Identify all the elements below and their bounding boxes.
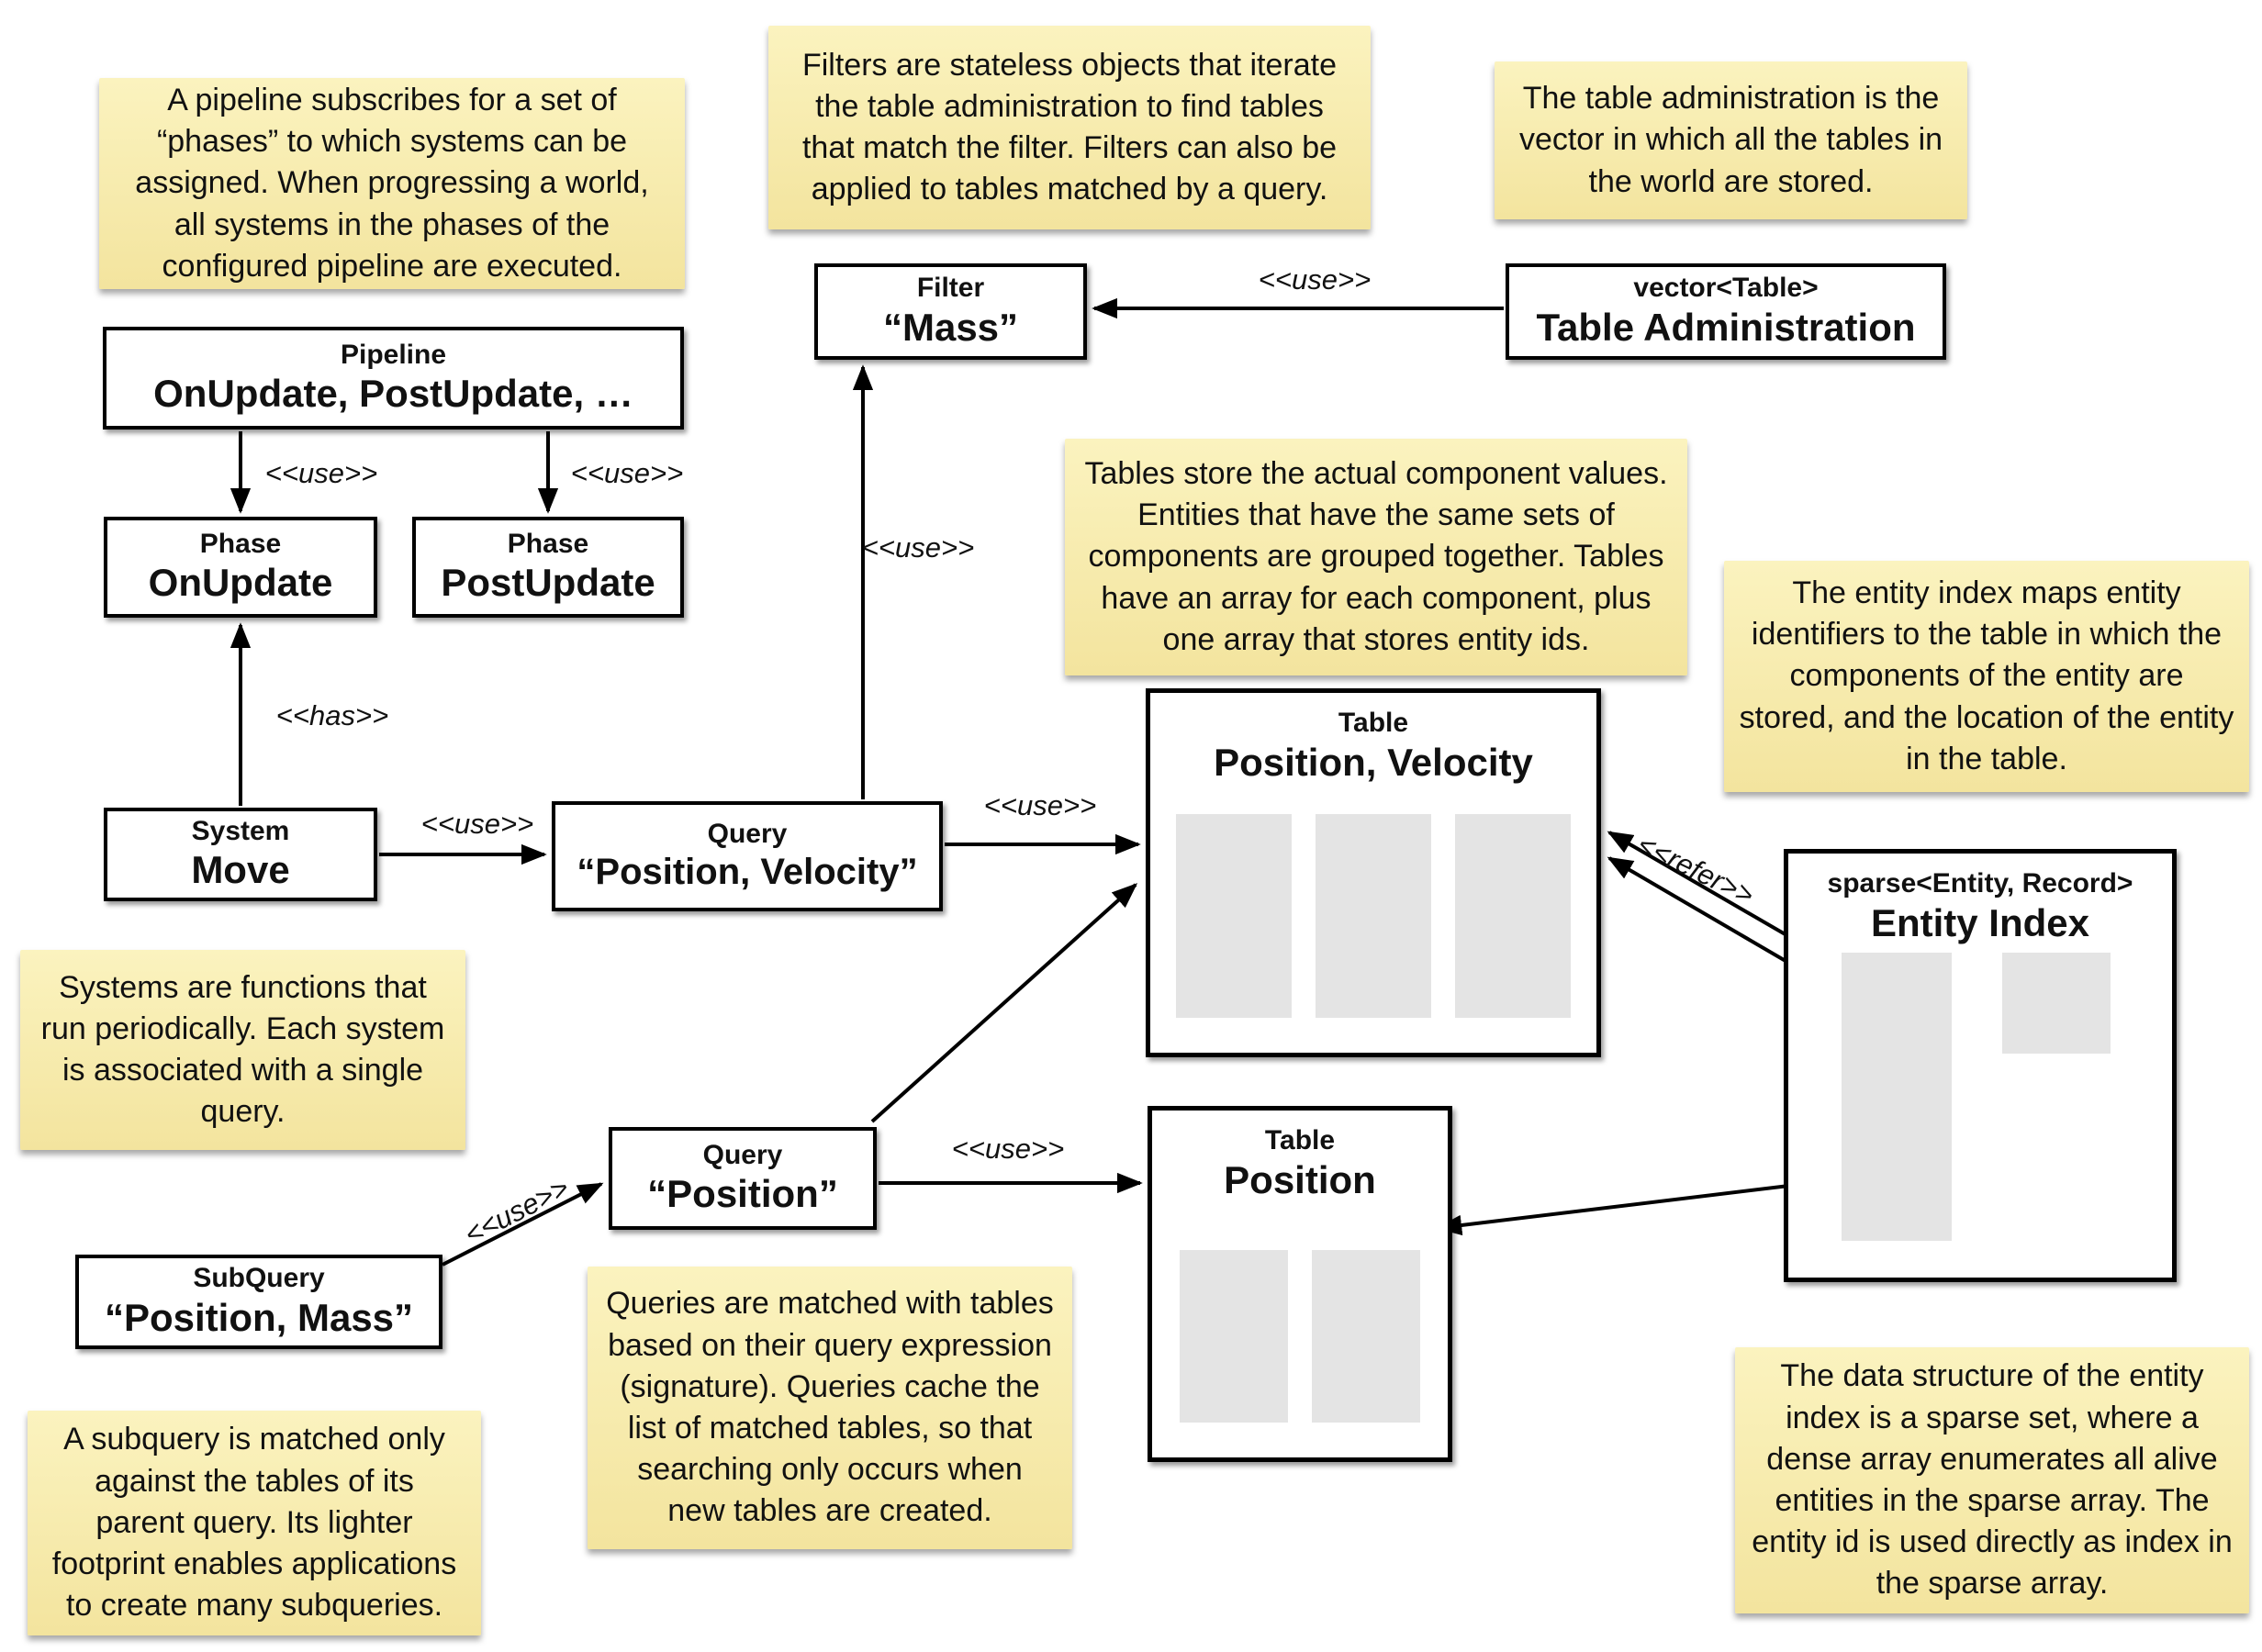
- box-query-position-name: “Position”: [647, 1172, 838, 1216]
- box-table-administration-name: Table Administration: [1536, 305, 1916, 349]
- note-systems: Systems are functions that run periodica…: [20, 950, 465, 1150]
- box-query-position-velocity-stereotype: Query: [707, 818, 788, 849]
- note-queries: Queries are matched with tables based on…: [588, 1267, 1072, 1549]
- note-subquery: A subquery is matched only against the t…: [28, 1411, 481, 1635]
- component-array-3: [1455, 814, 1571, 1018]
- box-table-position-velocity-name: Position, Velocity: [1214, 740, 1533, 784]
- arrow-querypos-to-tablepv: [870, 883, 1138, 1123]
- edge-label-use-tableadmin-filter: <<use>>: [1258, 263, 1372, 296]
- box-phase-postupdate-stereotype: Phase: [507, 528, 589, 559]
- box-query-position: Query “Position”: [609, 1127, 877, 1230]
- note-table-administration: The table administration is the vector i…: [1495, 61, 1967, 219]
- box-system-move: System Move: [104, 808, 377, 901]
- box-pipeline-name: OnUpdate, PostUpdate, …: [153, 372, 633, 416]
- box-subquery-position-mass-stereotype: SubQuery: [193, 1263, 325, 1294]
- note-pipeline: A pipeline subscribes for a set of “phas…: [99, 78, 685, 289]
- box-phase-postupdate: Phase PostUpdate: [412, 517, 684, 618]
- dense-array: [2002, 953, 2111, 1054]
- component-arrays: [1180, 1250, 1420, 1423]
- edge-label-refer-entityindex-table: <<refer>>: [1632, 827, 1760, 912]
- box-table-position-stereotype: Table: [1264, 1125, 1336, 1155]
- component-array-1: [1180, 1250, 1288, 1423]
- edge-label-use-system-query: <<use>>: [420, 808, 534, 840]
- box-system-move-name: Move: [191, 848, 290, 892]
- box-entity-index-stereotype: sparse<Entity, Record>: [1827, 868, 2133, 899]
- box-subquery-position-mass: SubQuery “Position, Mass”: [75, 1255, 442, 1349]
- box-system-move-stereotype: System: [191, 815, 290, 846]
- box-table-administration-stereotype: vector<Table>: [1633, 273, 1819, 304]
- edge-label-use-query-filter: <<use>>: [861, 531, 975, 564]
- note-sparse-set: The data structure of the entity index i…: [1735, 1347, 2249, 1613]
- box-pipeline: Pipeline OnUpdate, PostUpdate, …: [103, 327, 684, 430]
- edge-label-has-system-phase: <<has>>: [275, 699, 389, 731]
- box-phase-postupdate-name: PostUpdate: [441, 561, 655, 605]
- note-entity-index: The entity index maps entity identifiers…: [1724, 561, 2249, 792]
- box-pipeline-stereotype: Pipeline: [340, 339, 447, 370]
- edge-label-use-querypos-tablepos: <<use>>: [951, 1133, 1065, 1165]
- edge-label-use-subquery-querypos: <<use>>: [459, 1171, 575, 1251]
- box-entity-index: sparse<Entity, Record> Entity Index: [1784, 849, 2177, 1282]
- edge-label-use-querypv-tablepv: <<use>>: [983, 789, 1097, 821]
- component-arrays: [1176, 814, 1571, 1018]
- box-filter-mass-name: “Mass”: [882, 305, 1019, 349]
- box-query-position-stereotype: Query: [702, 1139, 783, 1170]
- component-array-2: [1312, 1250, 1420, 1423]
- arrow-entityindex-to-tablepos: [1436, 1178, 1843, 1236]
- edge-label-use-pipeline-onupdate: <<use>>: [264, 457, 378, 489]
- box-filter-mass-stereotype: Filter: [916, 273, 985, 304]
- component-array-2: [1316, 814, 1431, 1018]
- note-filters: Filters are stateless objects that itera…: [768, 26, 1371, 229]
- box-query-position-velocity-name: “Position, Velocity”: [577, 852, 918, 893]
- box-phase-onupdate-stereotype: Phase: [199, 528, 282, 559]
- box-phase-onupdate: Phase OnUpdate: [104, 517, 377, 618]
- box-query-position-velocity: Query “Position, Velocity”: [552, 801, 943, 911]
- box-table-administration: vector<Table> Table Administration: [1506, 263, 1946, 360]
- box-phase-onupdate-name: OnUpdate: [148, 561, 333, 605]
- edge-label-use-pipeline-postupdate: <<use>>: [570, 457, 684, 489]
- box-table-position-velocity-stereotype: Table: [1338, 708, 1409, 738]
- component-array-1: [1176, 814, 1292, 1018]
- note-tables: Tables store the actual component values…: [1065, 439, 1687, 675]
- box-filter-mass: Filter “Mass”: [814, 263, 1087, 360]
- box-table-position: Table Position: [1148, 1106, 1452, 1462]
- box-table-position-velocity: Table Position, Velocity: [1146, 688, 1601, 1057]
- box-table-position-name: Position: [1224, 1157, 1376, 1201]
- box-entity-index-name: Entity Index: [1870, 900, 2090, 944]
- sparse-array: [1842, 953, 1952, 1241]
- box-subquery-position-mass-name: “Position, Mass”: [104, 1295, 414, 1339]
